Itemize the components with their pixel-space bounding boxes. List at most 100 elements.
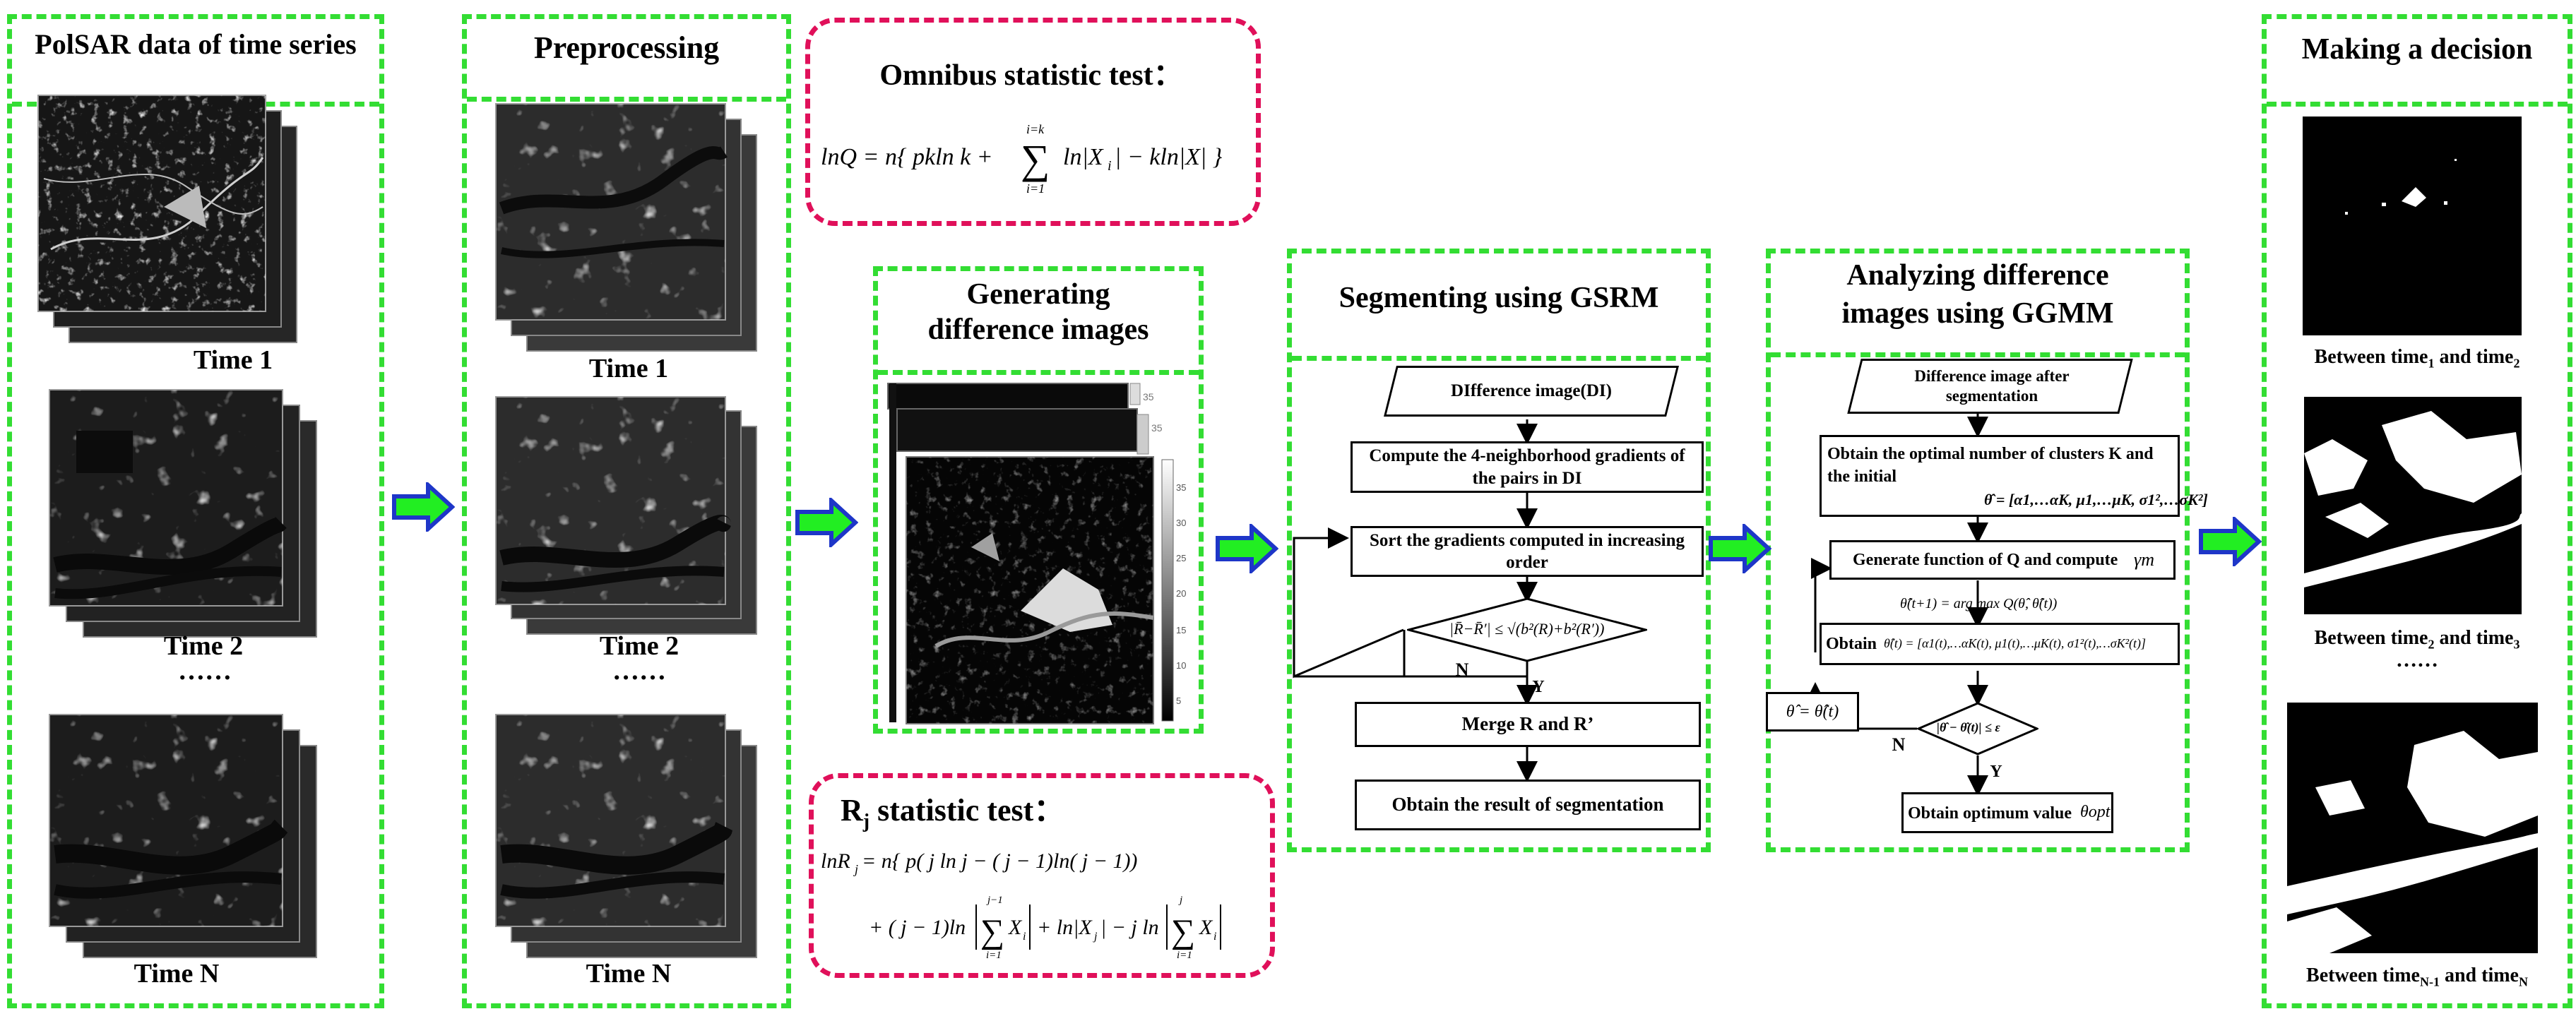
cap2-s1: 2 xyxy=(2428,637,2435,652)
difference-images-stack: 35 35 35 30 25 20 15 10 5 xyxy=(886,378,1192,727)
svg-text:j−1: j−1 xyxy=(986,895,1003,906)
preprocessing-title: Preprocessing xyxy=(533,30,720,65)
ggmm-theta-init: θ̂ = [α1,…αK, μ1,…μK, σ1²,…σK²] xyxy=(1984,491,2208,508)
omnibus-title: Omnibus statistic test： xyxy=(879,59,1183,92)
decision-dots: …… xyxy=(2396,648,2438,671)
svg-text:i=1: i=1 xyxy=(986,950,1002,961)
pre-dots: …… xyxy=(612,656,666,686)
ggmm-optimum-text: Obtain optimum value xyxy=(1908,804,2072,823)
gsrm-compute-box: Compute the 4-neighborhood gradients of … xyxy=(1351,441,1704,493)
pre-stack-timeN xyxy=(494,713,759,964)
ggmm-title-line1: Analyzing difference xyxy=(1846,259,2109,292)
ggmm-assign-box: θ̂ = θ̂(t) xyxy=(1766,692,1859,732)
decision-panel xyxy=(2262,14,2572,1008)
ggmm-obtain-text: Obtain xyxy=(1826,635,1877,653)
polsar-stack-time2 xyxy=(48,388,320,639)
svg-text:| − j ln: | − j ln xyxy=(1100,916,1159,939)
svg-text:i: i xyxy=(1213,931,1216,943)
cap2-a: Between time xyxy=(2314,627,2428,649)
cap1-s2: 2 xyxy=(2513,356,2520,371)
gsrm-decision-text: |R̄−R̄′| ≤ √(b²(R)+b²(R′)) xyxy=(1449,620,1605,638)
cap3-a: Between time xyxy=(2306,965,2420,986)
gsrm-label-n: N xyxy=(1455,659,1469,680)
rj-title-main: R xyxy=(841,793,863,828)
cbar-tick: 35 xyxy=(1176,482,1186,493)
arrow-2 xyxy=(795,498,858,547)
decision-caption-3: Between timeN-1 and timeN xyxy=(2262,965,2572,990)
change-map-1 xyxy=(2303,117,2522,335)
omnibus-test-box xyxy=(805,18,1261,226)
arrow-5 xyxy=(2198,517,2262,566)
decision-title: Making a decision xyxy=(2301,33,2533,66)
gsrm-result-box: Obtain the result of segmentation xyxy=(1355,780,1701,830)
svg-text:lnR: lnR xyxy=(821,849,850,873)
cap3-s2: N xyxy=(2518,974,2528,989)
difference-title-line2: difference images xyxy=(927,314,1149,346)
decision-caption-1: Between time1 and time2 xyxy=(2262,346,2572,371)
cap1-a: Between time xyxy=(2314,346,2428,368)
cap1-s1: 1 xyxy=(2428,356,2435,371)
svg-text:+ ln|X: + ln|X xyxy=(1037,916,1093,939)
rj-test-box xyxy=(809,773,1275,978)
omnibus-equation: lnQ = n{ pkln k + i=k ∑ i=1 ln|X i | − k… xyxy=(819,117,1250,201)
cbar-tick: 10 xyxy=(1176,660,1186,671)
change-map-2 xyxy=(2304,397,2522,614)
ggmm-label-y: Y xyxy=(1990,763,2002,781)
cap2-s2: 3 xyxy=(2513,637,2520,652)
ggmm-optimal-box: Obtain the optimal number of clusters K … xyxy=(1820,435,2208,517)
ggmm-update: θ̂(t+1) = arg max Q(θ̂, θ̂(t)) xyxy=(1900,596,2058,611)
gsrm-panel xyxy=(1287,249,1711,852)
cap2-b: and time xyxy=(2434,627,2514,649)
pre-stack-time1 xyxy=(494,102,759,353)
ggmm-gamma: γm xyxy=(2134,549,2155,570)
ggmm-optimal-text: Obtain the optimal number of clusters K … xyxy=(1827,445,2154,486)
svg-text:i=1: i=1 xyxy=(1026,181,1045,196)
rj-title-rest: statistic test： xyxy=(869,793,1065,828)
cbar-tick: 25 xyxy=(1176,553,1186,563)
polsar-dots: …… xyxy=(178,656,232,686)
svg-text:ln|X: ln|X xyxy=(1063,144,1104,170)
gsrm-merge-box: Merge R and R’ xyxy=(1355,702,1701,747)
polsar-time2-label: Time 2 xyxy=(163,631,244,661)
cap3-b: and time xyxy=(2439,965,2519,986)
svg-text:= n{ p( j ln j − ( j − 1)ln( j: = n{ p( j ln j − ( j − 1)ln( j − 1)) xyxy=(862,849,1137,873)
difference-title-line1: Generating xyxy=(966,278,1110,311)
ggmm-input-text: Difference image after segmentation xyxy=(1914,367,2070,405)
rj-equation: lnR j = n{ p( j ln j − ( j − 1)ln( j − 1… xyxy=(819,844,1264,971)
polsar-title: PolSAR data of time series xyxy=(35,28,357,60)
pre-timeN-label: Time N xyxy=(586,959,672,989)
svg-text:i: i xyxy=(1108,158,1112,174)
svg-text:j: j xyxy=(1178,895,1182,906)
gsrm-decision: |R̄−R̄′| ≤ √(b²(R)+b²(R′)) xyxy=(1404,597,1650,662)
svg-text:X: X xyxy=(1199,916,1213,939)
difference-panel xyxy=(873,266,1204,734)
gsrm-title: Segmenting using GSRM xyxy=(1339,282,1659,314)
ggmm-optimum-box: Obtain optimum value θopt xyxy=(1901,792,2113,833)
svg-text:∑: ∑ xyxy=(1171,913,1195,950)
arrow-3 xyxy=(1215,524,1278,573)
decision-caption-2: Between time2 and time3 xyxy=(2262,627,2572,652)
svg-text:lnQ = n{ pkln k +: lnQ = n{ pkln k + xyxy=(821,144,993,170)
svg-text:j: j xyxy=(1093,931,1098,943)
polsar-stack-timeN xyxy=(48,713,320,964)
svg-text:∑: ∑ xyxy=(1021,136,1050,182)
svg-text:X: X xyxy=(1008,916,1023,939)
svg-text:i=1: i=1 xyxy=(1177,950,1192,961)
cap3-s1: N-1 xyxy=(2419,974,2440,989)
arrow-1 xyxy=(391,482,455,532)
pre-time1-label: Time 1 xyxy=(588,354,669,383)
ggmm-theta-opt: θopt xyxy=(2080,803,2111,821)
gsrm-flow-lines xyxy=(1293,419,1538,782)
rj-title: Rj statistic test： xyxy=(819,794,1158,832)
ggmm-label-n: N xyxy=(1892,734,1906,755)
cbar-tick-mid: 35 xyxy=(1151,422,1163,434)
svg-text:i: i xyxy=(1023,931,1026,943)
cbar-tick-top: 35 xyxy=(1143,391,1154,402)
svg-text:| − kln|X| }: | − kln|X| } xyxy=(1115,144,1223,170)
cbar-tick: 30 xyxy=(1176,518,1186,528)
rj-title-sub: j xyxy=(862,810,870,832)
polsar-timeN-label: Time N xyxy=(133,959,220,989)
polsar-time1-label: Time 1 xyxy=(193,345,273,375)
polsar-stack-time1 xyxy=(37,94,298,345)
preprocessing-panel xyxy=(462,14,791,1008)
